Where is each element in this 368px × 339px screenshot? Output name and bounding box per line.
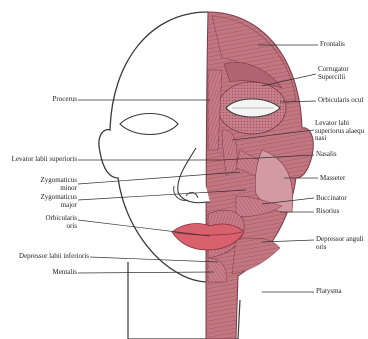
label-orbicularis-oculi: Orbicularis ocul — [318, 97, 363, 105]
label-frontalis: Frontalis — [320, 41, 345, 49]
label-levator-alaeque: Levator labi superiorus alaequ nasi — [315, 120, 364, 143]
label-orbicularis-oris: Orbicularis oris — [46, 215, 78, 230]
label-zygomaticus-major: Zygomaticus major — [40, 194, 77, 209]
label-corrugator: Corrugator Supercilii — [318, 66, 349, 81]
label-procerus: Procerus — [53, 96, 78, 104]
label-platysma: Platysma — [316, 288, 342, 296]
label-depressor-inferioris: Depressor labii inferioris — [19, 253, 89, 261]
label-buccinator: Buccinator — [316, 195, 347, 203]
label-risorius: Risorius — [316, 208, 339, 216]
label-depressor-anguli: Depressor anguli oris — [316, 236, 364, 251]
depressor-anguli — [232, 238, 280, 274]
label-nasalis: Nasalis — [316, 151, 337, 159]
label-levator-superioris: Levator labii superioris — [12, 156, 77, 164]
label-mentalis: Mentalis — [53, 269, 78, 277]
label-masseter: Masseter — [320, 175, 345, 183]
label-zygomaticus-minor: Zygomaticus minor — [40, 177, 77, 192]
